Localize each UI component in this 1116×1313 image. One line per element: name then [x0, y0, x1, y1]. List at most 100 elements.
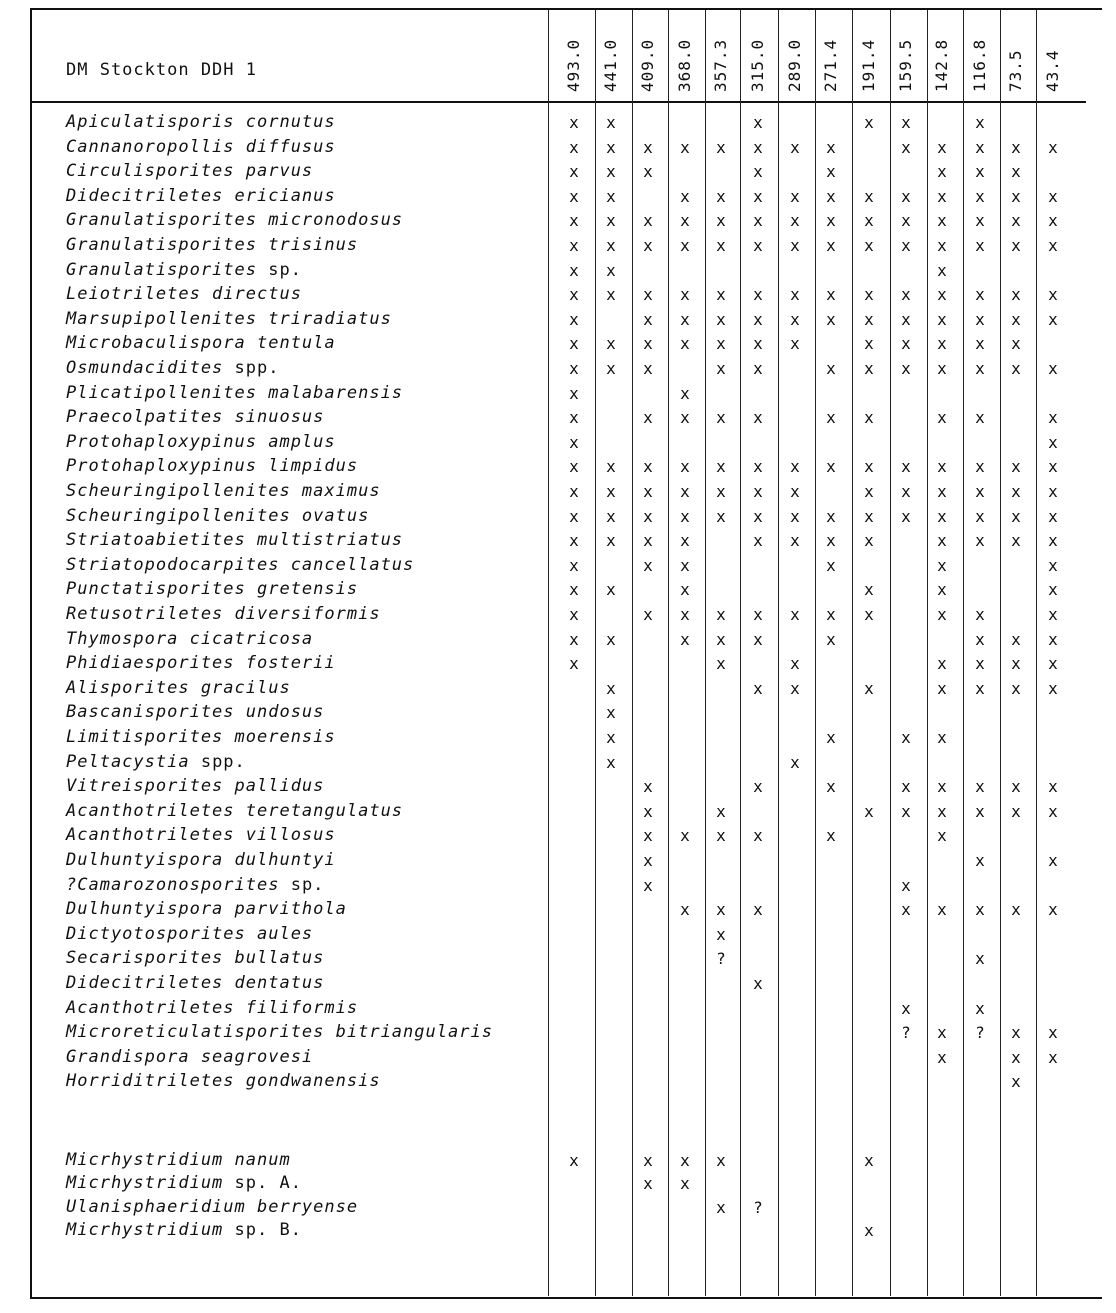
occurrence-mark: x [790, 137, 800, 157]
species-name: Vitreisporites pallidus [66, 776, 325, 797]
occurrence-mark: x [753, 482, 763, 501]
acritarch-name: Ulanisphaeridium berryense [66, 1196, 359, 1217]
occurrence-mark: x [680, 236, 690, 255]
occurrence-mark: x [826, 309, 836, 329]
species-name: Striatopodocarpites cancellatus [66, 554, 415, 575]
column-divider [852, 10, 853, 1296]
occurrence-mark: x [569, 162, 579, 182]
occurrence-mark: x [790, 334, 800, 354]
table-title: DM Stockton DDH 1 [66, 60, 257, 80]
depth-header: 357.3 [711, 38, 730, 92]
occurrence-mark: x [937, 408, 947, 428]
occurrence-mark: x [753, 457, 763, 477]
column-divider [595, 10, 596, 1296]
occurrence-mark: x [937, 801, 947, 821]
occurrence-mark: x [569, 629, 579, 649]
occurrence-mark: x [716, 457, 726, 477]
occurrence-mark: x [826, 728, 836, 747]
occurrence-mark: x [680, 408, 690, 428]
occurrence-mark: x [937, 654, 947, 674]
occurrence-mark: x [753, 777, 763, 797]
occurrence-mark: x [975, 482, 985, 501]
depth-header: 43.4 [1043, 49, 1062, 92]
occurrence-mark: x [864, 113, 874, 132]
occurrence-mark: x [937, 728, 947, 747]
occurrence-mark: x [1011, 482, 1021, 501]
occurrence-mark: x [975, 654, 985, 674]
occurrence-mark: x [1048, 482, 1058, 501]
occurrence-mark: x [901, 801, 911, 821]
species-name: Acanthotriletes filiformis [66, 997, 359, 1018]
occurrence-mark: x [864, 678, 874, 698]
occurrence-mark: x [826, 531, 836, 551]
species-name: Grandispora seagrovesi [66, 1046, 314, 1067]
occurrence-mark: x [606, 334, 616, 354]
occurrence-mark: x [901, 998, 911, 1018]
occurrence-mark: x [901, 875, 911, 895]
occurrence-mark: x [864, 531, 874, 551]
occurrence-mark: x [901, 728, 911, 747]
occurrence-mark: x [1011, 211, 1021, 231]
occurrence-mark: x [753, 309, 763, 329]
occurrence-mark: x [753, 359, 763, 378]
occurrence-mark: x [753, 162, 763, 182]
occurrence-mark: x [790, 211, 800, 231]
occurrence-mark: x [753, 186, 763, 206]
occurrence-mark: x [790, 457, 800, 477]
occurrence-mark: x [975, 777, 985, 797]
occurrence-mark: x [606, 728, 616, 747]
occurrence-mark: x [864, 236, 874, 255]
occurrence-mark: x [826, 186, 836, 206]
occurrence-mark: x [569, 211, 579, 231]
occurrence-mark: x [1048, 801, 1058, 821]
depth-header: 315.0 [748, 38, 767, 92]
occurrence-mark: x [569, 236, 579, 255]
species-name: Microreticulatisporites bitriangularis [66, 1022, 493, 1043]
occurrence-mark: x [753, 113, 763, 132]
column-divider [668, 10, 669, 1296]
occurrence-mark: x [864, 408, 874, 428]
occurrence-mark: x [975, 900, 985, 920]
occurrence-mark: x [643, 801, 653, 821]
occurrence-mark: x [606, 678, 616, 698]
acritarch-name: Micrhystridium sp. B. [66, 1219, 302, 1240]
occurrence-mark: x [569, 482, 579, 501]
species-name: Acanthotriletes villosus [66, 825, 336, 846]
species-name: Horriditriletes gondwanensis [66, 1071, 381, 1092]
occurrence-mark: x [975, 408, 985, 428]
occurrence-mark: x [901, 359, 911, 378]
occurrence-mark: x [901, 236, 911, 255]
occurrence-mark: x [716, 801, 726, 821]
occurrence-mark: x [826, 777, 836, 797]
occurrence-mark: x [1048, 285, 1058, 305]
acritarch-name: Micrhystridium nanum [66, 1150, 291, 1170]
occurrence-mark: x [937, 580, 947, 600]
occurrence-mark: x [643, 777, 653, 797]
occurrence-mark: x [826, 605, 836, 624]
occurrence-mark: x [1011, 457, 1021, 477]
occurrence-mark: x [826, 236, 836, 255]
species-name: Secarisporites bullatus [66, 948, 325, 969]
occurrence-mark: x [864, 1220, 874, 1240]
occurrence-mark: x [937, 137, 947, 157]
species-name: Granulatisporites micronodosus [66, 210, 404, 231]
occurrence-mark: x [1011, 654, 1021, 674]
occurrence-mark: x [937, 334, 947, 354]
occurrence-mark: x [937, 211, 947, 231]
occurrence-mark: x [937, 309, 947, 329]
species-name: Apiculatisporis cornutus [66, 112, 336, 132]
species-name: Punctatisporites gretensis [66, 579, 359, 600]
occurrence-mark: x [606, 629, 616, 649]
occurrence-mark: x [1048, 359, 1058, 378]
occurrence-mark: x [826, 555, 836, 575]
occurrence-mark: x [753, 605, 763, 624]
occurrence-mark: x [937, 260, 947, 280]
occurrence-mark: x [1048, 408, 1058, 428]
table-frame [30, 8, 1102, 1299]
occurrence-mark: x [680, 531, 690, 551]
occurrence-mark: x [975, 334, 985, 354]
occurrence-mark: x [1011, 506, 1021, 526]
occurrence-mark: x [975, 309, 985, 329]
occurrence-mark: x [790, 506, 800, 526]
occurrence-mark: x [569, 1151, 579, 1170]
